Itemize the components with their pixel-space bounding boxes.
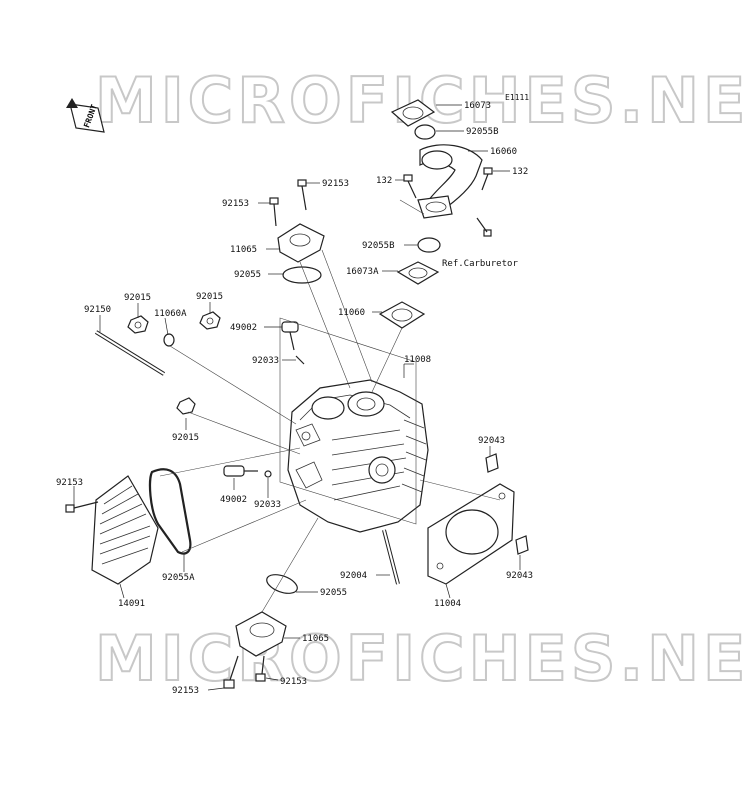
- label-11004: 11004: [434, 599, 461, 609]
- o-ring-92055-bot: [266, 574, 298, 594]
- label-92043-top: 92043: [478, 436, 505, 446]
- insulator-16073: [390, 99, 436, 127]
- cylinder-head-11008: [287, 379, 429, 533]
- bolt-132-right: [481, 167, 493, 191]
- clip-92033-top: [295, 355, 305, 365]
- label-92055b-top: 92055B: [466, 127, 499, 137]
- cap-11065-top: [277, 223, 325, 263]
- insulator-16073a: [396, 261, 440, 285]
- head-gasket-11004: [427, 483, 515, 585]
- label-132-right: 132: [512, 167, 528, 177]
- label-92153-bot-l: 92153: [172, 686, 199, 696]
- o-ring-92055-top: [282, 266, 322, 284]
- bolt-92153-bot-r: [255, 655, 266, 682]
- label-16073: 16073: [464, 101, 491, 111]
- ref-code: E1111: [505, 93, 529, 102]
- label-ref-carburetor: Ref.Carburetor: [442, 259, 518, 269]
- bolt-92153-a: [269, 197, 279, 227]
- label-11060: 11060: [338, 308, 365, 318]
- label-92015-b: 92015: [196, 292, 223, 302]
- front-direction-icon: FRONT: [66, 98, 105, 133]
- label-49002-mid: 49002: [220, 495, 247, 505]
- label-92153-b: 92153: [322, 179, 349, 189]
- label-16073a: 16073A: [346, 267, 379, 277]
- bolt-carburetor: [476, 217, 492, 237]
- o-ring-92055b-mid: [417, 237, 441, 253]
- washer-11060a: [163, 333, 175, 347]
- bolt-92153-left: [65, 501, 99, 513]
- label-11065-bot: 11065: [302, 634, 329, 644]
- watermark-bottom: MICROFICHES.NET: [95, 622, 742, 695]
- clip-92033-mid: [264, 470, 272, 478]
- label-92153-a: 92153: [222, 199, 249, 209]
- label-16060: 16060: [490, 147, 517, 157]
- label-11060a: 11060A: [154, 309, 187, 319]
- leader-lines: [73, 104, 521, 691]
- stud-92004: [382, 529, 400, 585]
- label-11065-top: 11065: [230, 245, 257, 255]
- stud-bolt-92150: [94, 330, 166, 376]
- label-92153-left: 92153: [56, 478, 83, 488]
- nut-92015-b: [199, 311, 221, 330]
- intake-pipe-16060: [417, 144, 483, 219]
- label-92004: 92004: [340, 571, 367, 581]
- cap-11065-bot: [235, 611, 287, 657]
- label-92055-top: 92055: [234, 270, 261, 280]
- label-92055-bot: 92055: [320, 588, 347, 598]
- label-92033-top: 92033: [252, 356, 279, 366]
- label-92153-bot-r: 92153: [280, 677, 307, 687]
- label-11008: 11008: [404, 355, 431, 365]
- label-92055b-mid: 92055B: [362, 241, 395, 251]
- bolt-92153-bot-l: [223, 655, 239, 689]
- head-cover-14091: [91, 475, 159, 585]
- label-92033-mid: 92033: [254, 500, 281, 510]
- o-ring-92055b-top: [414, 124, 436, 140]
- gasket-11060: [378, 301, 426, 329]
- dowel-92043-bot: [515, 535, 529, 555]
- gasket-92055a: [148, 468, 192, 555]
- nut-92015-c: [176, 397, 196, 415]
- label-132-left: 132: [376, 176, 392, 186]
- label-49002-top: 49002: [230, 323, 257, 333]
- head-reference-box: [279, 317, 417, 525]
- nut-92015-a: [127, 315, 149, 334]
- valve-guide-49002-top: [281, 321, 299, 351]
- label-92055a: 92055A: [162, 573, 195, 583]
- label-92015-c: 92015: [172, 433, 199, 443]
- label-92015-a: 92015: [124, 293, 151, 303]
- bolt-132-left: [403, 174, 417, 199]
- bolt-92153-b: [297, 179, 307, 211]
- label-92043-bot: 92043: [506, 571, 533, 581]
- valve-guide-49002-mid: [223, 465, 258, 477]
- label-14091: 14091: [118, 599, 145, 609]
- label-92150: 92150: [84, 305, 111, 315]
- dowel-92043-top: [485, 453, 499, 473]
